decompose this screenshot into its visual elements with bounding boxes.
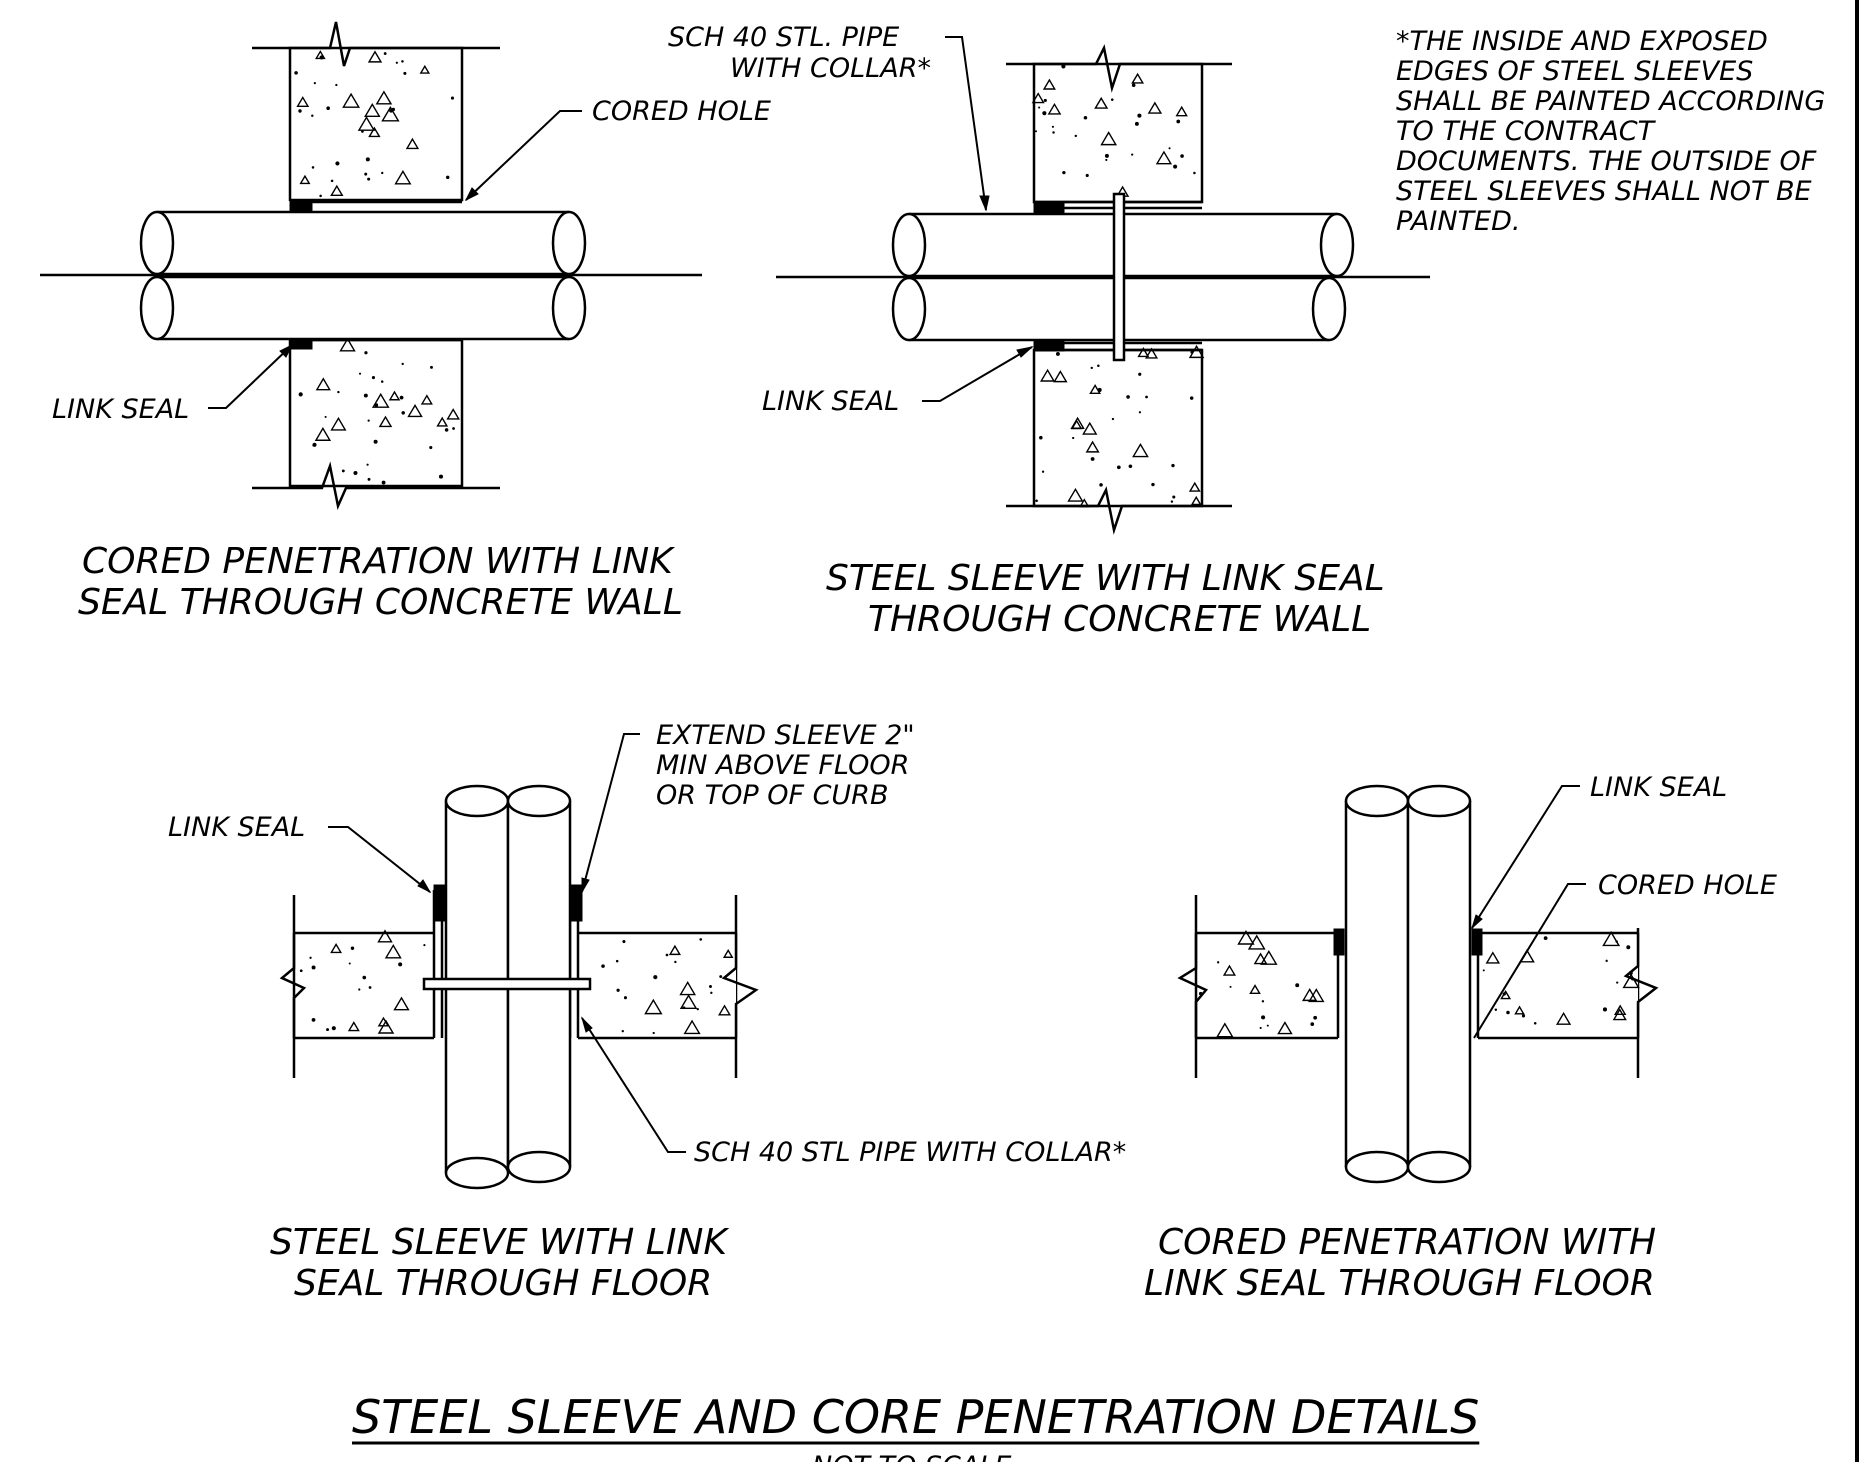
leader-link-seal	[922, 346, 1033, 402]
concrete-wall-lower	[288, 337, 464, 488]
concrete-wall-upper	[288, 46, 464, 202]
sheet-subtitle: NOT TO SCALE	[812, 1451, 1011, 1462]
sheet-title: STEEL SLEEVE AND CORE PENETRATION DETAIL…	[352, 1390, 1479, 1444]
leader-extend	[581, 733, 640, 893]
detail-cored-floor: LINK SEAL CORED HOLE CORED PENETRATION W…	[1144, 772, 1777, 1304]
break-line-left	[279, 933, 307, 1038]
detail-sleeve-floor: LINK SEAL EXTEND SLEEVE 2" MIN ABOVE FLO…	[168, 720, 1126, 1304]
leader-link-seal	[1471, 785, 1580, 929]
label-link-seal: LINK SEAL	[168, 812, 305, 843]
leader-link-seal	[208, 344, 293, 409]
sheet-title-block: STEEL SLEEVE AND CORE PENETRATION DETAIL…	[352, 1390, 1480, 1462]
link-seal-top	[289, 201, 313, 213]
break-line-top	[1006, 44, 1232, 93]
link-seal-bottom	[1033, 340, 1065, 352]
general-note: *THE INSIDE AND EXPOSED EDGES OF STEEL S…	[1396, 26, 1825, 237]
link-seal-top	[1033, 202, 1065, 214]
concrete-slab-right	[1476, 930, 1640, 1040]
break-line-left	[1177, 933, 1209, 1038]
label-pipe-line-2: WITH COLLAR*	[730, 53, 931, 84]
link-seal-right	[1471, 928, 1483, 956]
concrete-wall-lower	[1032, 344, 1205, 508]
link-seal-right	[569, 884, 583, 922]
detail-cored-wall: CORED HOLE LINK SEAL CORED PENETRATION W…	[40, 21, 771, 623]
detail-sleeve-wall: SCH 40 STL. PIPE WITH COLLAR* LINK SEAL …	[668, 22, 1430, 640]
caption-line-2: SEAL THROUGH CONCRETE WALL	[78, 582, 683, 623]
leader-cored-hole	[1473, 883, 1586, 1039]
label-extend-line-2: MIN ABOVE FLOOR	[656, 750, 909, 781]
leader-link-seal	[328, 826, 431, 893]
label-link-seal: LINK SEAL	[762, 386, 899, 417]
sleeve-collar	[422, 977, 592, 991]
note-line-1: *THE INSIDE AND EXPOSED	[1396, 26, 1768, 57]
label-link-seal: LINK SEAL	[1590, 772, 1727, 803]
label-cored-hole: CORED HOLE	[592, 96, 771, 127]
break-line-right	[1623, 933, 1659, 1038]
link-seal-left	[1333, 928, 1345, 956]
leader-pipe	[581, 1017, 686, 1153]
concrete-wall-upper	[1031, 62, 1204, 204]
leader-cored-hole	[465, 110, 582, 201]
link-seal-left	[433, 884, 447, 922]
break-line-bottom	[252, 461, 500, 511]
label-extend-line-1: EXTEND SLEEVE 2"	[656, 720, 915, 751]
caption-line-2: THROUGH CONCRETE WALL	[868, 599, 1371, 640]
label-cored-hole: CORED HOLE	[1598, 870, 1777, 901]
label-pipe: SCH 40 STL PIPE WITH COLLAR*	[694, 1137, 1126, 1168]
caption-line-1: STEEL SLEEVE WITH LINK SEAL	[826, 558, 1385, 599]
label-pipe-line-1: SCH 40 STL. PIPE	[668, 22, 899, 53]
concrete-slab-right	[578, 931, 736, 1040]
note-line-7: PAINTED.	[1396, 206, 1521, 237]
pipe-left	[1344, 784, 1410, 1184]
concrete-slab-left	[1196, 929, 1340, 1040]
break-line-right	[721, 933, 759, 1038]
leader-pipe	[945, 36, 987, 211]
pipe-upper	[139, 210, 587, 276]
label-link-seal: LINK SEAL	[52, 394, 189, 425]
caption-line-1: CORED PENETRATION WITH LINK	[82, 541, 675, 582]
break-line-top	[252, 21, 500, 67]
pipe-right	[1406, 784, 1472, 1184]
caption-line-1: STEEL SLEEVE WITH LINK	[270, 1222, 729, 1263]
sleeve-collar	[1112, 192, 1126, 362]
break-line-bottom	[1006, 486, 1232, 535]
link-seal-bottom	[289, 338, 313, 350]
label-extend-line-3: OR TOP OF CURB	[656, 780, 888, 811]
note-line-6: STEEL SLEEVES SHALL NOT BE	[1396, 176, 1812, 207]
caption-line-1: CORED PENETRATION WITH	[1158, 1222, 1656, 1263]
note-line-2: EDGES OF STEEL SLEEVES	[1396, 56, 1753, 87]
note-line-5: DOCUMENTS. THE OUTSIDE OF	[1396, 146, 1817, 177]
concrete-slab-left	[294, 929, 434, 1040]
note-line-3: SHALL BE PAINTED ACCORDING	[1396, 86, 1825, 117]
caption-line-2: LINK SEAL THROUGH FLOOR	[1144, 1263, 1655, 1304]
pipe-lower	[139, 275, 587, 341]
caption-line-2: SEAL THROUGH FLOOR	[294, 1263, 712, 1304]
note-line-4: TO THE CONTRACT	[1396, 116, 1657, 147]
